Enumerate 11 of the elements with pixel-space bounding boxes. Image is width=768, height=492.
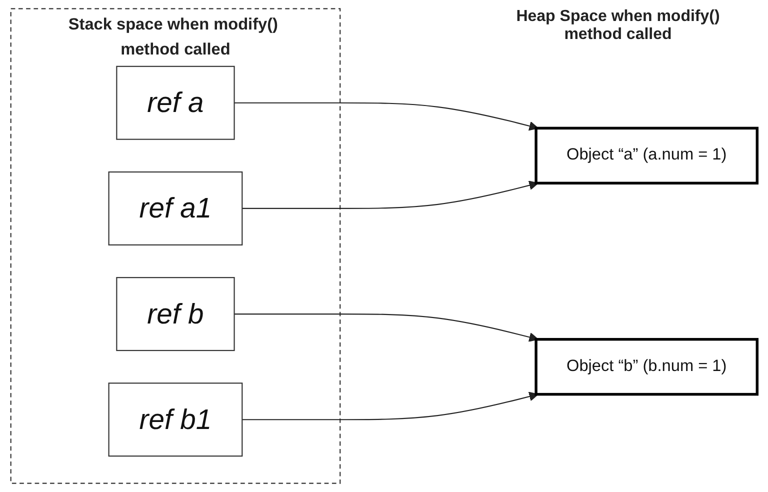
node-box: ref a1	[108, 171, 243, 246]
node-box: Object “a” (a.num = 1)	[534, 126, 759, 184]
arrow	[234, 102, 538, 131]
arrow	[242, 180, 538, 209]
heading-text: Heap Space when modify() method called	[515, 8, 721, 44]
node-box: ref a	[116, 66, 235, 140]
arrow	[242, 392, 538, 420]
arrow	[234, 313, 538, 342]
node-box: Object “b” (b.num = 1)	[534, 338, 759, 396]
node-box: ref b	[116, 277, 235, 352]
node-box: ref b1	[108, 382, 243, 457]
